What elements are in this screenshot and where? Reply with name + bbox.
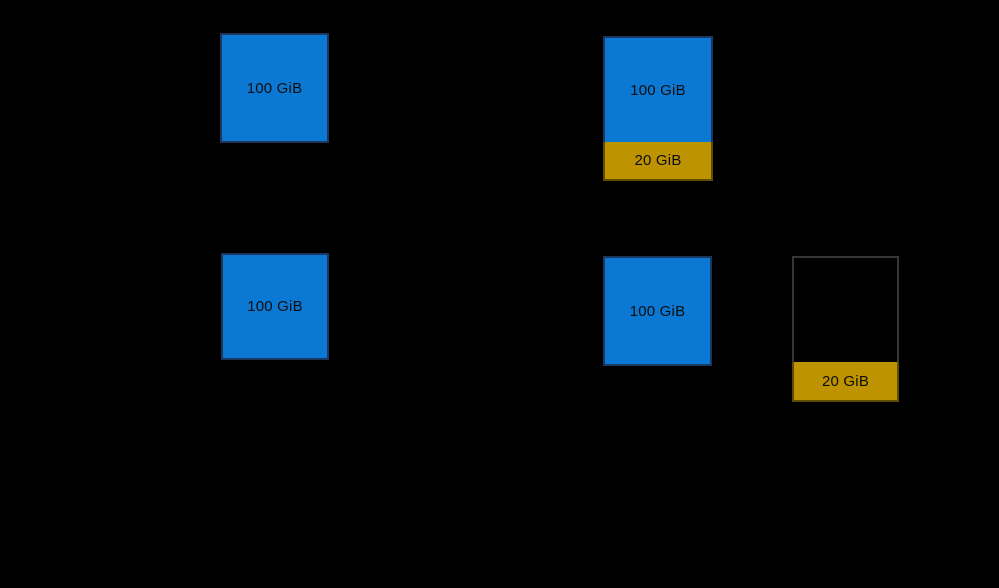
disk-size-label: 100 GiB	[630, 81, 686, 99]
changed-size-label: 20 GiB	[634, 152, 682, 169]
disk-box-middle-left: 100 GiB	[221, 253, 329, 360]
disk-box-middle-right: 100 GiB	[603, 256, 712, 366]
disk-box-top-left: 100 GiB	[220, 33, 329, 143]
empty-segment	[792, 256, 899, 362]
changed-data-segment: 20 GiB	[792, 362, 899, 402]
changed-size-label: 20 GiB	[821, 372, 870, 390]
disk-blue-segment: 100 GiB	[220, 33, 329, 143]
snapshot-outline-box: 20 GiB	[792, 256, 899, 402]
disk-box-top-right: 100 GiB 20 GiB	[603, 36, 713, 181]
disk-size-label: 100 GiB	[247, 298, 303, 315]
disk-blue-segment: 100 GiB	[603, 36, 713, 142]
disk-size-label: 100 GiB	[629, 302, 686, 320]
disk-blue-segment: 100 GiB	[221, 253, 329, 360]
disk-blue-segment: 100 GiB	[603, 256, 712, 366]
disk-size-label: 100 GiB	[246, 79, 303, 97]
changed-data-segment: 20 GiB	[603, 142, 713, 181]
